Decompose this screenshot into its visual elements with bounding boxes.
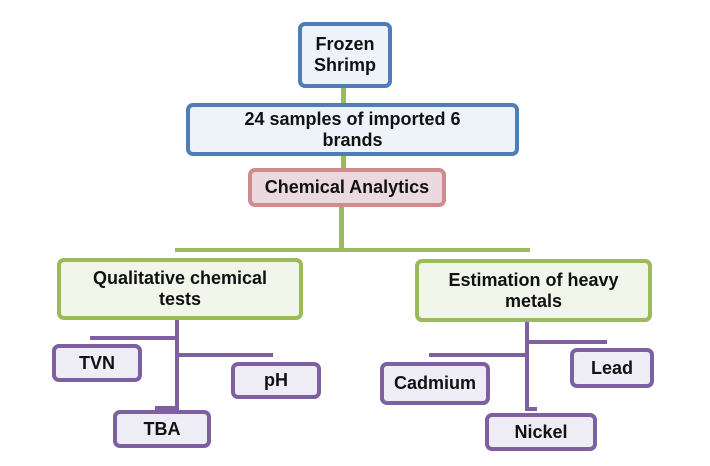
node-ph: pH [231,362,321,399]
node-chemical-analytics: Chemical Analytics [248,168,446,207]
connector-analytics-down [339,206,344,252]
node-label: TBA [143,418,181,439]
node-qualitative-tests: Qualitative chemical tests [57,258,303,320]
node-label-line2: tests [158,289,202,309]
node-label-line1: Frozen [315,34,375,55]
node-heavy-metals: Estimation of heavy metals [415,259,652,322]
node-tvn: TVN [52,344,142,382]
connector-metals-lead [525,340,607,344]
node-label: TVN [79,352,115,373]
node-label: Nickel [514,421,568,442]
connector-qual-vertical [175,318,179,410]
node-samples: 24 samples of imported 6 brands [186,103,519,156]
connector-samples-analytics [341,155,346,169]
node-label-line1: Qualitative chemical [92,268,268,289]
node-label-line2: brands [322,129,383,150]
connector-metals-nickel [525,407,537,411]
connector-root-samples [341,88,346,104]
node-label: Chemical Analytics [264,177,430,198]
node-lead: Lead [570,348,654,388]
node-label: Lead [590,357,633,378]
node-label-line2: Shrimp [313,55,376,75]
connector-qual-tvn [90,336,179,340]
node-nickel: Nickel [485,413,597,451]
connector-qual-ph [175,353,273,357]
connector-metals-cadmium [429,353,529,357]
node-tba: TBA [113,410,211,448]
connector-metals-vertical [525,322,529,410]
connector-qual-tba [155,406,179,410]
node-label: pH [264,370,288,391]
connector-horizontal-branch [175,248,530,252]
node-frozen-shrimp: Frozen Shrimp [298,22,392,88]
node-cadmium: Cadmium [380,362,490,405]
node-label: Cadmium [393,373,476,394]
node-label-line1: Estimation of heavy [448,269,619,290]
node-label-line1: 24 samples of imported 6 [244,108,461,129]
node-label-line2: metals [504,290,563,311]
